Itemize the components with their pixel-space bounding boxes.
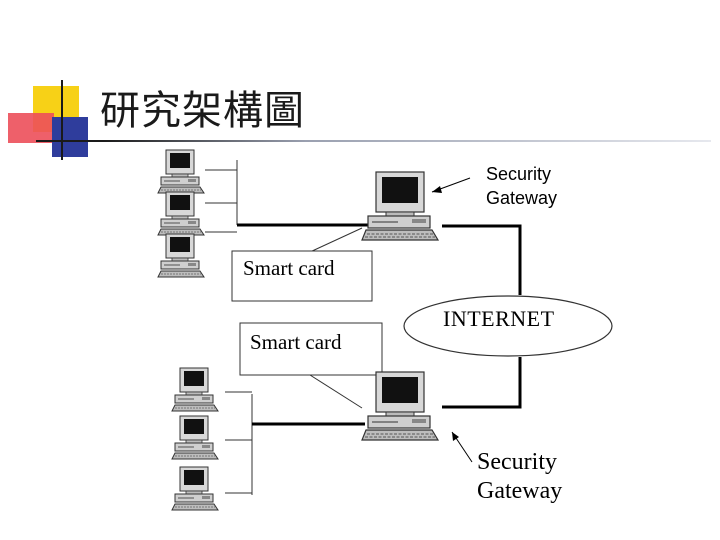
smart-card-bottom-box <box>239 322 383 376</box>
security-gateway-bottom-line-1: Security <box>477 449 557 475</box>
bottom-pc-3 <box>171 466 219 511</box>
top-internet-link <box>442 224 522 295</box>
bottom-internet-link <box>442 357 522 409</box>
security-gateway-top-line-1: Security <box>486 164 552 184</box>
smart-card-bottom-label: Smart card <box>250 330 342 354</box>
bottom-pc-2 <box>171 415 219 460</box>
top-pc-1 <box>157 149 205 194</box>
decor-red-square <box>8 113 54 143</box>
internet-cloud <box>403 295 613 357</box>
top-pc-3 <box>157 233 205 278</box>
top-gateway-computer <box>361 171 439 241</box>
title-underline <box>36 140 711 142</box>
slide-title: 研究架構圖 <box>100 88 305 134</box>
security-gateway-top-line-2: Gateway <box>486 188 558 208</box>
bottom-pc-1 <box>171 367 219 412</box>
smart-card-top-box <box>231 250 373 302</box>
security-gateway-bottom-label: Security Gateway <box>477 448 562 506</box>
smart-card-top-label: Smart card <box>243 256 335 280</box>
decor-blue-square <box>52 117 88 157</box>
top-pc-2 <box>157 191 205 236</box>
decor-vertical-line <box>61 80 63 160</box>
bottom-gateway-computer <box>361 371 439 441</box>
security-gateway-top-label: Security Gateway <box>486 162 557 210</box>
security-gateway-bottom-line-2: Gateway <box>477 478 563 504</box>
internet-label: INTERNET <box>443 306 555 331</box>
